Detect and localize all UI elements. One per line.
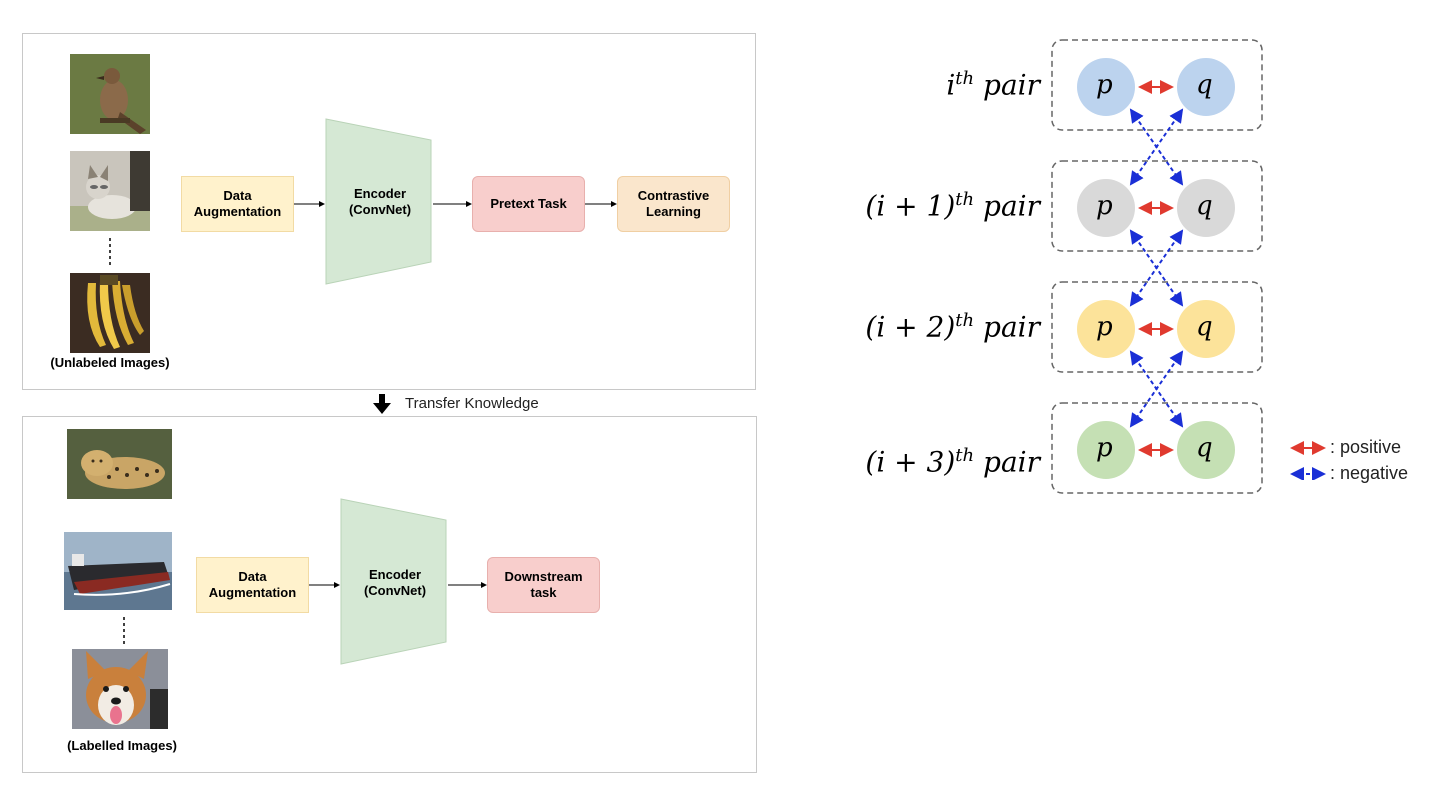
legend-positive-label: : positive xyxy=(1330,437,1402,457)
downstream-task-box: Downstream task xyxy=(487,557,600,613)
pair-0-q-label: q xyxy=(1196,70,1213,100)
pair-label-0: ith pair xyxy=(946,68,1040,102)
pair-2-q-node xyxy=(1177,300,1235,358)
finetune-encoder-label: Encoder (ConvNet) xyxy=(363,567,427,598)
pair-1-p-label: p xyxy=(1096,191,1113,221)
encoder-label: Encoder (ConvNet) xyxy=(348,186,412,217)
pair-nodes xyxy=(1077,58,1235,479)
ship-photo xyxy=(64,532,172,610)
pretext-task-box: Pretext Task xyxy=(472,176,585,232)
finetune-encoder-trapezoid xyxy=(340,498,447,665)
pair-0-p-label: p xyxy=(1096,70,1113,100)
pair-1-p-node xyxy=(1077,179,1135,237)
pair-2-p-node xyxy=(1077,300,1135,358)
image-list-ellipsis xyxy=(109,238,111,268)
down-arrow-icon xyxy=(373,394,391,414)
negative-arrow-2b xyxy=(1129,350,1184,428)
pair-0-p-node xyxy=(1077,58,1135,116)
pair-3-q-label: q xyxy=(1196,433,1213,463)
pair-3-p-node xyxy=(1077,421,1135,479)
labelled-images-caption: (Labelled Images) xyxy=(67,738,177,753)
finetune-augmentation-box: Data Augmentation xyxy=(196,557,309,613)
pair-2-q-label: q xyxy=(1196,312,1213,342)
pair-3-p-label: p xyxy=(1096,433,1113,463)
pair-2-p-label: p xyxy=(1096,312,1113,342)
cat-photo xyxy=(70,151,150,231)
labelled-list-ellipsis xyxy=(123,617,125,647)
legend-arrows xyxy=(1290,441,1326,480)
legend-negative-label: : negative xyxy=(1330,463,1409,483)
unlabeled-images-caption: (Unlabeled Images) xyxy=(50,355,170,370)
contrastive-learning-box: Contrastive Learning xyxy=(617,176,730,232)
pair-1-q-label: q xyxy=(1196,191,1213,221)
leopard-photo xyxy=(67,429,172,499)
encoder-trapezoid xyxy=(325,118,432,285)
transfer-knowledge-label: Transfer Knowledge xyxy=(405,395,539,412)
pair-arrows xyxy=(1129,80,1184,457)
bird-photo xyxy=(70,54,150,134)
negative-arrow-0b xyxy=(1129,108,1184,186)
bananas-photo xyxy=(70,273,150,353)
pair-0-q-node xyxy=(1177,58,1235,116)
pair-label-2: (i + 2)th pair xyxy=(865,310,1040,344)
data-augmentation-box: Data Augmentation xyxy=(181,176,294,232)
pair-3-q-node xyxy=(1177,421,1235,479)
dog-photo xyxy=(72,649,168,729)
pair-label-1: (i + 1)th pair xyxy=(865,189,1040,223)
negative-arrow-1b xyxy=(1129,229,1184,307)
pair-1-q-node xyxy=(1177,179,1235,237)
pair-label-3: (i + 3)th pair xyxy=(865,445,1040,479)
